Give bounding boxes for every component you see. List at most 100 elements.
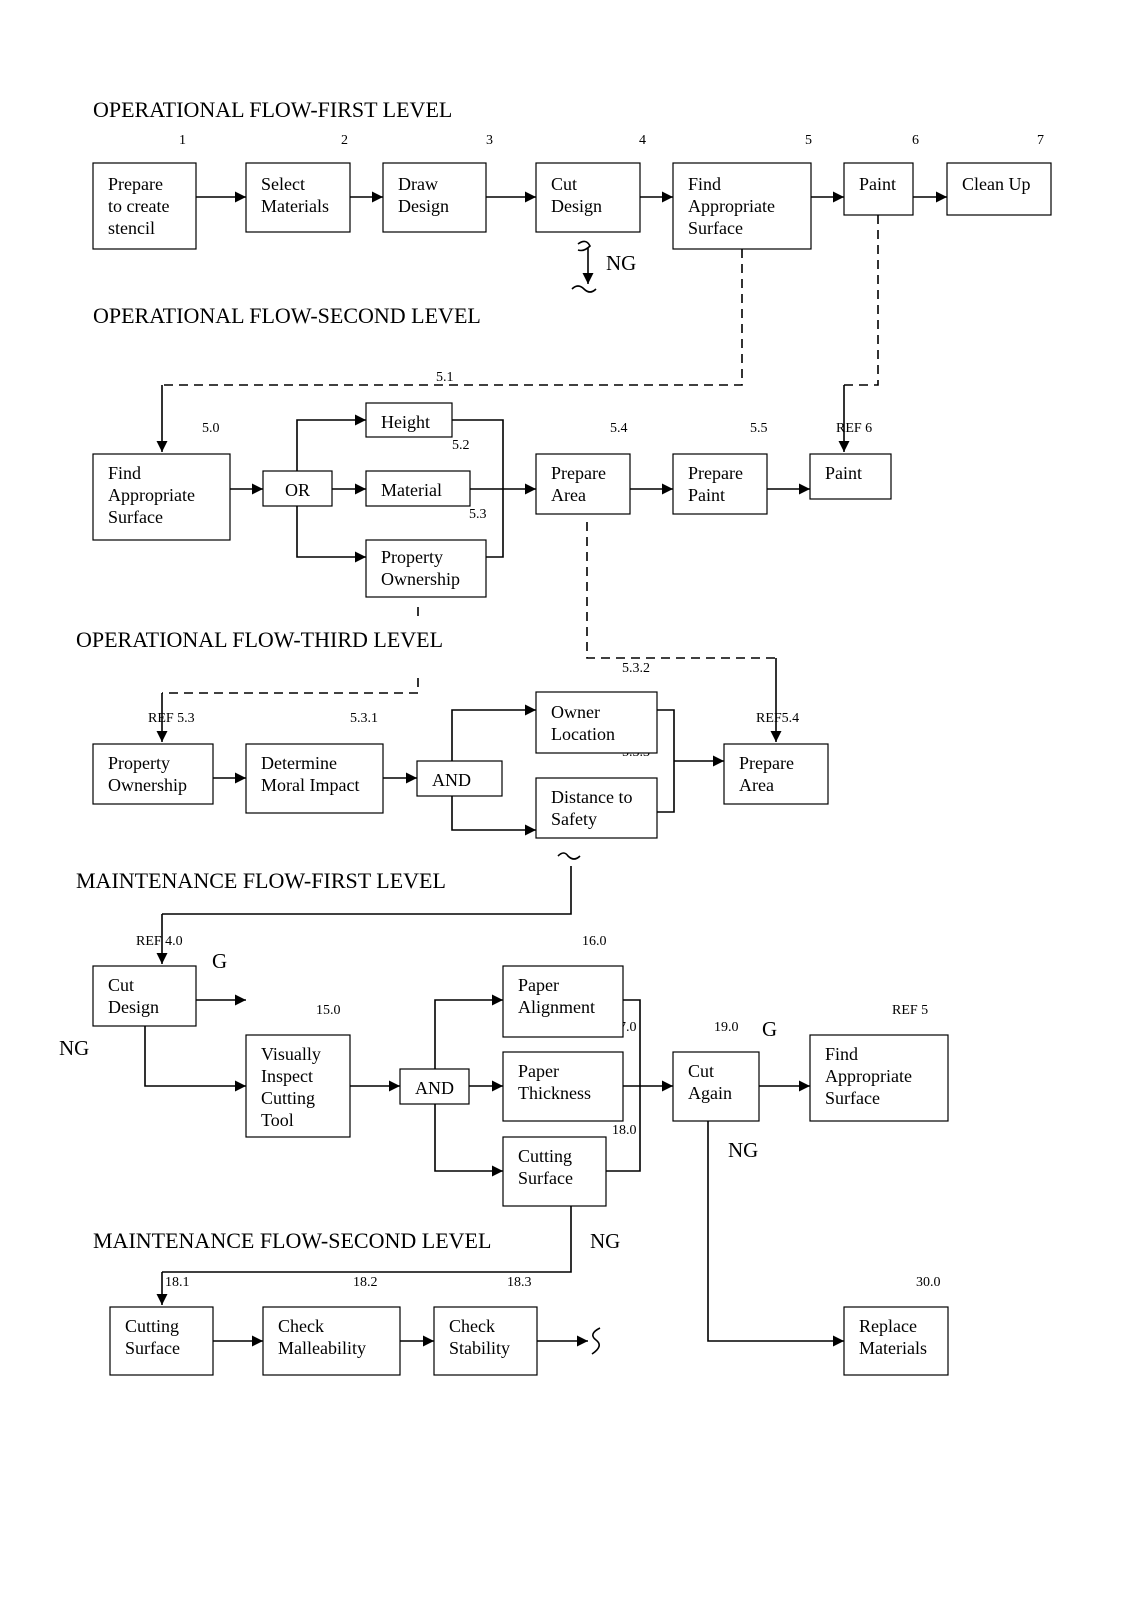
- op3-box-prepare-area: Prepare Area: [723, 743, 829, 805]
- m1-ng-label-3: NG: [590, 1229, 620, 1253]
- svg-text:OR: OR: [285, 480, 310, 500]
- svg-text:Materials: Materials: [859, 1338, 927, 1358]
- m2-box-check-malleability: Check Malleability: [262, 1306, 401, 1376]
- m1-box-paper-thickness: Paper Thickness: [502, 1051, 624, 1122]
- op2-ref-6: REF 6: [836, 421, 872, 436]
- svg-text:Check: Check: [449, 1316, 495, 1336]
- svg-text:Property: Property: [108, 753, 170, 773]
- svg-text:Area: Area: [551, 485, 586, 505]
- svg-text:Paint: Paint: [825, 463, 862, 483]
- m2-number-18-2: 18.2: [353, 1275, 378, 1290]
- op3-ref-5-4: REF5.4: [756, 711, 799, 726]
- svg-text:Replace: Replace: [859, 1316, 917, 1336]
- op1-ng-label: NG: [606, 251, 636, 275]
- svg-text:Find: Find: [688, 174, 721, 194]
- op3-step-numbers: REF 5.3 5.3.1 5.3.2 5.3.3 REF5.4: [148, 661, 799, 760]
- m1-box-cutting-surface: Cutting Surface: [502, 1136, 607, 1207]
- svg-text:Ownership: Ownership: [108, 775, 187, 795]
- op2-arrows: [230, 414, 810, 563]
- svg-text:Clean Up: Clean Up: [962, 174, 1030, 194]
- m1-box-and: AND: [399, 1068, 470, 1105]
- title-operational-third-level: OPERATIONAL FLOW-THIRD LEVEL: [76, 627, 443, 652]
- op1-number-3: 3: [486, 133, 493, 148]
- op2-number-5-5: 5.5: [750, 421, 768, 436]
- svg-text:Surface: Surface: [825, 1088, 880, 1108]
- op2-number-5-3: 5.3: [469, 507, 487, 522]
- svg-text:Moral Impact: Moral Impact: [261, 775, 359, 795]
- svg-text:Design: Design: [398, 196, 449, 216]
- svg-text:Paper: Paper: [518, 1061, 559, 1081]
- op3-ref-5-3: REF 5.3: [148, 711, 195, 726]
- svg-text:Paper: Paper: [518, 975, 559, 995]
- m1-labels: G NG G NG NG: [59, 949, 777, 1253]
- m1-box-find-surface: Find Appropriate Surface: [809, 1034, 949, 1122]
- m1-ng-label-1: NG: [59, 1036, 89, 1060]
- svg-text:AND: AND: [415, 1078, 454, 1098]
- op1-number-6: 6: [912, 133, 919, 148]
- m1-number-18-0: 18.0: [612, 1123, 637, 1138]
- op1-box-find-surface: Find Appropriate Surface: [672, 162, 812, 250]
- svg-text:Design: Design: [551, 196, 602, 216]
- m1-arrows: [144, 994, 844, 1347]
- svg-text:Visually: Visually: [261, 1044, 321, 1064]
- op1-box-draw-design: Draw Design: [382, 162, 487, 233]
- svg-text:Cut: Cut: [688, 1061, 714, 1081]
- op1-number-2: 2: [341, 133, 348, 148]
- m2-continuation-squiggle: [591, 1327, 601, 1355]
- svg-text:Find: Find: [108, 463, 141, 483]
- svg-text:Paint: Paint: [859, 174, 896, 194]
- op1-box-clean-up: Clean Up: [946, 162, 1052, 216]
- op2-box-prepare-area: Prepare Area: [535, 453, 631, 515]
- op1-number-7: 7: [1037, 133, 1044, 148]
- title-operational-second-level: OPERATIONAL FLOW-SECOND LEVEL: [93, 303, 481, 328]
- m1-box-cut-again: Cut Again: [672, 1051, 760, 1122]
- svg-text:Again: Again: [688, 1083, 732, 1103]
- svg-text:Distance to: Distance to: [551, 787, 632, 807]
- svg-text:Height: Height: [381, 412, 430, 432]
- op2-to-op3-dashed-links: [156, 522, 782, 742]
- svg-text:Stability: Stability: [449, 1338, 510, 1358]
- svg-text:Alignment: Alignment: [518, 997, 595, 1017]
- m1-g-label-2: G: [762, 1017, 777, 1041]
- m2-step-numbers: 18.1 18.2 18.3 30.0: [165, 1275, 941, 1290]
- title-operational-first-level: OPERATIONAL FLOW-FIRST LEVEL: [93, 97, 452, 122]
- svg-text:Appropriate: Appropriate: [108, 485, 195, 505]
- m1-ref-4-0: REF 4.0: [136, 934, 183, 949]
- svg-text:Prepare: Prepare: [108, 174, 163, 194]
- op1-number-1: 1: [179, 133, 186, 148]
- op2-box-prepare-paint: Prepare Paint: [672, 453, 768, 515]
- svg-text:Find: Find: [825, 1044, 858, 1064]
- svg-text:Ownership: Ownership: [381, 569, 460, 589]
- op3-box-owner-location: Owner Location: [535, 691, 658, 754]
- svg-text:Malleability: Malleability: [278, 1338, 366, 1358]
- m2-box-check-stability: Check Stability: [433, 1306, 538, 1376]
- svg-text:Thickness: Thickness: [518, 1083, 591, 1103]
- svg-text:Tool: Tool: [261, 1110, 294, 1130]
- m2-box-cutting-surface: Cutting Surface: [109, 1306, 214, 1376]
- m1-box-cut-design: Cut Design: [92, 965, 197, 1027]
- svg-text:Inspect: Inspect: [261, 1066, 313, 1086]
- svg-text:Surface: Surface: [108, 507, 163, 527]
- svg-text:Surface: Surface: [125, 1338, 180, 1358]
- op1-to-op2-dashed-links: [156, 215, 879, 452]
- svg-text:Cutting: Cutting: [261, 1088, 315, 1108]
- op2-number-5-1: 5.1: [436, 370, 454, 385]
- m2-number-18-3: 18.3: [507, 1275, 532, 1290]
- op2-number-5-2: 5.2: [452, 438, 470, 453]
- svg-text:Surface: Surface: [688, 218, 743, 238]
- op1-number-5: 5: [805, 133, 812, 148]
- op3-box-moral-impact: Determine Moral Impact: [245, 743, 384, 814]
- title-maintenance-second-level: MAINTENANCE FLOW-SECOND LEVEL: [93, 1228, 491, 1253]
- op2-number-5-0: 5.0: [202, 421, 220, 436]
- m2-number-30-0: 30.0: [916, 1275, 941, 1290]
- svg-text:Determine: Determine: [261, 753, 337, 773]
- m1-step-numbers: REF 4.0 15.0 16.0 17.0 18.0 19.0 REF 5: [136, 934, 928, 1138]
- svg-text:Check: Check: [278, 1316, 324, 1336]
- svg-text:Surface: Surface: [518, 1168, 573, 1188]
- svg-text:Property: Property: [381, 547, 443, 567]
- op2-number-5-4: 5.4: [610, 421, 628, 436]
- op1-box-paint: Paint: [843, 162, 914, 216]
- m1-g-label-1: G: [212, 949, 227, 973]
